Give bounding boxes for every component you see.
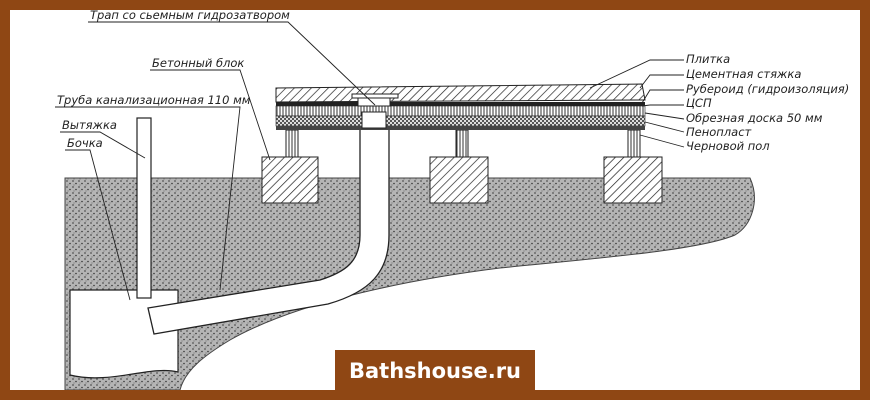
label-roofing: Рубероид (гидроизоляция) [686, 82, 849, 96]
ground [64, 177, 755, 390]
leader-lines [55, 21, 685, 301]
label-concrete-block: Бетонный блок [152, 56, 244, 70]
concrete-block [429, 156, 489, 204]
joist-post [455, 129, 469, 158]
site-brand-badge: Bathshouse.ru [335, 350, 535, 390]
tile-screed-layer [275, 83, 646, 103]
label-foam: Пенопласт [686, 125, 752, 139]
concrete-block [261, 156, 319, 204]
label-tile: Плитка [686, 52, 730, 66]
subfloor-layer [276, 126, 645, 130]
label-sewer-pipe: Труба канализационная 110 мм [57, 93, 251, 107]
drain-seal [361, 111, 387, 129]
label-barrel: Бочка [67, 136, 103, 150]
board-layer [275, 105, 646, 117]
drain-grate [351, 93, 399, 99]
barrel [69, 289, 179, 379]
label-subfloor: Черновой пол [686, 139, 770, 153]
label-vent: Вытяжка [62, 118, 117, 132]
joist-post [285, 129, 299, 158]
floor-drain-diagram: Трап со сьемным гидрозатвором Бетонный б… [55, 10, 849, 390]
label-board: Обрезная доска 50 мм [686, 111, 823, 125]
concrete-block [603, 156, 663, 204]
vent-pipe [136, 117, 152, 299]
label-screed: Цементная стяжка [686, 67, 801, 81]
label-drain: Трап со сьемным гидрозатвором [90, 10, 290, 22]
foam-layer [275, 115, 646, 127]
diagram-frame: Трап со сьемным гидрозатвором Бетонный б… [10, 10, 860, 390]
roofing-csp-layer [276, 102, 645, 106]
label-csp: ЦСП [686, 96, 712, 110]
joist-post [627, 129, 641, 158]
